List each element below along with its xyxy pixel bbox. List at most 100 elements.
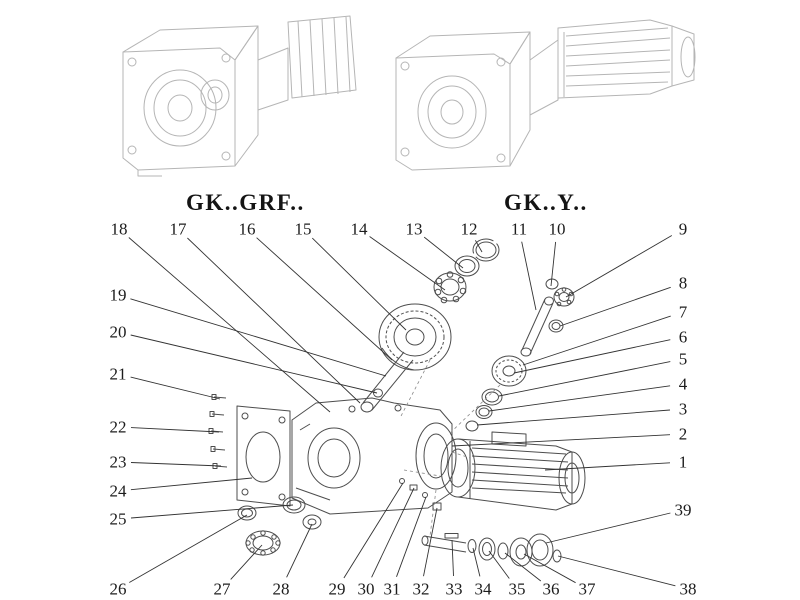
leader-line-2	[451, 434, 671, 447]
callout-number-25: 25	[110, 510, 127, 529]
callout-number-10: 10	[549, 220, 566, 239]
leader-line-27	[230, 544, 263, 580]
callout-number-7: 7	[679, 303, 688, 322]
callout-number-11: 11	[511, 220, 527, 239]
callout-number-13: 13	[406, 220, 423, 239]
leader-line-34	[472, 547, 481, 577]
leader-line-22	[130, 427, 220, 433]
callout-number-5: 5	[679, 350, 688, 369]
leader-line-33	[451, 539, 454, 577]
callout-number-33: 33	[446, 580, 463, 599]
assembled-view-gk-grf	[122, 15, 357, 177]
part-output-shaft	[360, 351, 414, 413]
callout-number-16: 16	[239, 220, 256, 239]
leader-line-8	[559, 286, 671, 327]
leader-line-31	[396, 496, 427, 577]
leader-line-9	[565, 235, 673, 298]
callout-number-28: 28	[273, 580, 290, 599]
leader-line-1	[544, 462, 671, 471]
callout-number-12: 12	[461, 220, 478, 239]
leader-line-4	[488, 385, 671, 412]
part-motor	[440, 431, 586, 511]
part-washer-3	[465, 420, 479, 432]
callout-number-2: 2	[679, 425, 688, 444]
leader-line-7	[522, 315, 671, 366]
part-ring-4	[475, 405, 493, 419]
leader-lines	[128, 235, 676, 587]
callout-number-15: 15	[295, 220, 312, 239]
callout-number-20: 20	[110, 323, 127, 342]
leader-line-39	[545, 512, 671, 544]
part-cap-28	[302, 514, 322, 530]
part-output-assembly	[421, 533, 562, 567]
callout-number-1: 1	[679, 453, 688, 472]
callout-number-37: 37	[579, 580, 597, 599]
leader-line-6	[513, 339, 671, 374]
callout-number-31: 31	[384, 580, 401, 599]
model-label-gk-y: GK..Y..	[504, 190, 588, 215]
part-ring-25	[282, 496, 306, 514]
leader-line-14	[369, 236, 446, 291]
callout-number-18: 18	[111, 220, 128, 239]
callout-number-38: 38	[680, 580, 697, 599]
leader-line-26	[129, 514, 248, 583]
exploded-view	[208, 238, 586, 567]
part-input-pinion	[520, 296, 554, 357]
leader-line-29	[343, 482, 404, 579]
leader-line-13	[423, 236, 464, 269]
callout-number-32: 32	[413, 580, 430, 599]
callout-number-6: 6	[679, 328, 688, 347]
leader-line-15	[311, 237, 407, 331]
callout-number-9: 9	[679, 220, 688, 239]
callout-number-4: 4	[679, 375, 688, 394]
leader-line-5	[498, 361, 671, 397]
callout-number-8: 8	[679, 274, 688, 293]
leader-line-35	[488, 550, 510, 579]
callout-number-19: 19	[110, 286, 127, 305]
leader-line-30	[371, 487, 415, 578]
part-roller-bearing-27	[245, 530, 281, 556]
leader-line-10	[550, 241, 557, 287]
part-ring-5	[481, 388, 503, 406]
callout-number-3: 3	[679, 400, 688, 419]
leader-line-17	[187, 237, 361, 404]
leader-line-16	[256, 237, 393, 361]
leader-line-37	[523, 553, 576, 584]
callout-number-26: 26	[110, 580, 127, 599]
part-housing	[291, 397, 457, 515]
leader-line-19	[130, 298, 387, 377]
part-snap-ring-12	[472, 238, 500, 262]
leader-line-21	[130, 376, 221, 400]
leader-line-28	[286, 523, 313, 578]
callout-number-36: 36	[543, 580, 560, 599]
leader-line-24	[130, 477, 253, 491]
leader-line-3	[476, 409, 671, 426]
model-label-gk-grf: GK..GRF..	[186, 190, 305, 215]
leader-line-36	[504, 552, 542, 582]
part-ring-13	[454, 255, 480, 277]
leader-line-12	[475, 240, 483, 253]
part-gear-6-7	[491, 355, 527, 387]
leader-line-20	[130, 334, 378, 394]
callout-number-34: 34	[475, 580, 493, 599]
callout-number-22: 22	[110, 418, 127, 437]
callout-number-29: 29	[329, 580, 346, 599]
leader-line-23	[130, 462, 222, 467]
callout-number-24: 24	[110, 482, 128, 501]
callout-number-23: 23	[110, 453, 127, 472]
leader-line-18	[128, 237, 331, 413]
assembly-axis-lines	[399, 359, 501, 537]
leader-line-11	[521, 241, 537, 311]
assembled-view-gk-y	[395, 19, 696, 171]
part-flange-plate	[236, 405, 291, 507]
callout-number-27: 27	[214, 580, 232, 599]
callout-number-14: 14	[351, 220, 369, 239]
part-bearing-9	[553, 287, 575, 307]
leader-line-25	[130, 504, 294, 519]
part-bearing-14	[433, 271, 467, 304]
callout-number-17: 17	[170, 220, 188, 239]
callout-number-35: 35	[509, 580, 526, 599]
